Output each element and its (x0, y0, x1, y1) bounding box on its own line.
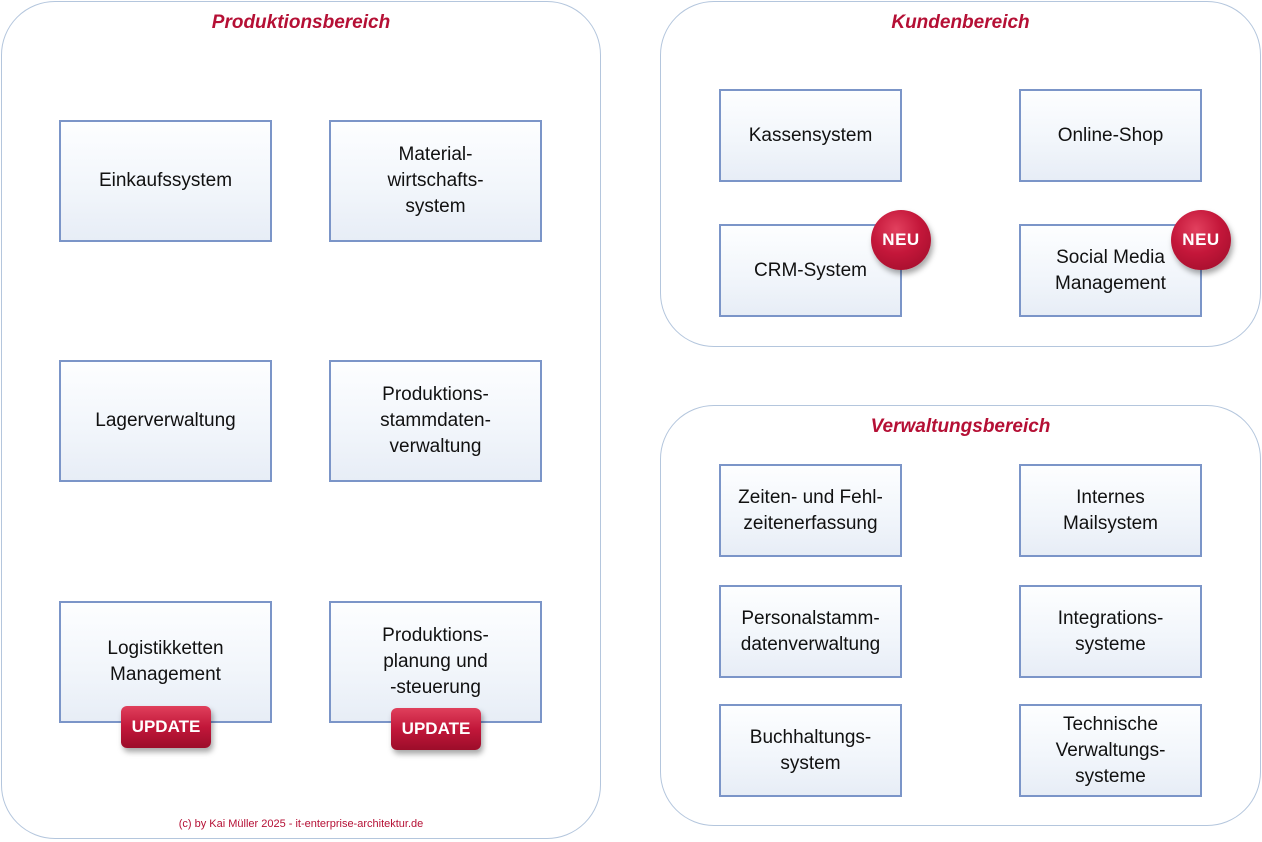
neu-badge: NEU (1171, 210, 1231, 270)
system-personalstammdatenverwaltung: Personalstamm- datenverwaltung (719, 585, 902, 678)
system-zeiten-und-fehlzeitenerfassung: Zeiten- und Fehl- zeitenerfassung (719, 464, 902, 557)
area-title-verwaltungsbereich: Verwaltungsbereich (870, 416, 1051, 437)
update-badge: UPDATE (391, 708, 481, 750)
system-buchhaltungssystem: Buchhaltungs- system (719, 704, 902, 797)
system-online-shop: Online-Shop (1019, 89, 1202, 182)
system-produktionsplanung-und-steuerung: Produktions- planung und -steuerung (329, 601, 542, 723)
system-materialwirtschaftssystem: Material- wirtschafts- system (329, 120, 542, 242)
system-lagerverwaltung: Lagerverwaltung (59, 360, 272, 482)
area-title-produktionsbereich: Produktionsbereich (211, 12, 391, 33)
system-technische-verwaltungssysteme: Technische Verwaltungs- systeme (1019, 704, 1202, 797)
system-einkaufssystem: Einkaufssystem (59, 120, 272, 242)
update-badge: UPDATE (121, 706, 211, 748)
system-internes-mailsystem: Internes Mailsystem (1019, 464, 1202, 557)
copyright-text: (c) by Kai Müller 2025 - it-enterprise-a… (178, 818, 424, 830)
system-integrationssysteme: Integrations- systeme (1019, 585, 1202, 678)
neu-badge: NEU (871, 210, 931, 270)
system-produktionsstammdatenverwaltung: Produktions- stammdaten- verwaltung (329, 360, 542, 482)
system-kassensystem: Kassensystem (719, 89, 902, 182)
system-logistikketten-management: Logistikketten Management (59, 601, 272, 723)
area-title-kundenbereich: Kundenbereich (891, 12, 1030, 33)
